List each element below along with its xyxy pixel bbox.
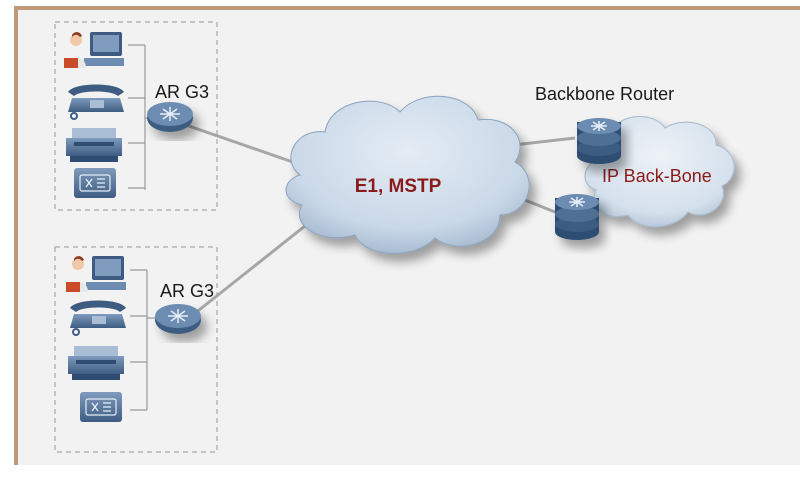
router-label-bottom: AR G3 bbox=[160, 281, 214, 301]
wan-cloud-label: E1, MSTP bbox=[355, 176, 442, 197]
router-icon bbox=[147, 102, 193, 132]
pc-user-icon bbox=[64, 32, 124, 68]
pc-user-icon bbox=[66, 256, 126, 292]
router-icon bbox=[155, 304, 201, 334]
wan-cloud-icon bbox=[285, 95, 530, 254]
fax-icon bbox=[68, 346, 124, 380]
backbone-router-icon bbox=[577, 118, 621, 164]
backbone-router-icon bbox=[555, 194, 599, 240]
wan-links bbox=[185, 123, 576, 316]
phone-icon bbox=[70, 300, 126, 336]
phone-icon bbox=[68, 84, 124, 120]
pbx-icon bbox=[74, 168, 116, 198]
router-label-top: AR G3 bbox=[155, 82, 209, 102]
ip-backbone-label: IP Back-Bone bbox=[602, 166, 712, 186]
site-box-bottom bbox=[54, 246, 218, 453]
backbone-router-label: Backbone Router bbox=[535, 84, 674, 104]
fax-icon bbox=[66, 128, 122, 162]
site-box-top bbox=[54, 21, 218, 211]
pbx-icon bbox=[80, 392, 122, 422]
